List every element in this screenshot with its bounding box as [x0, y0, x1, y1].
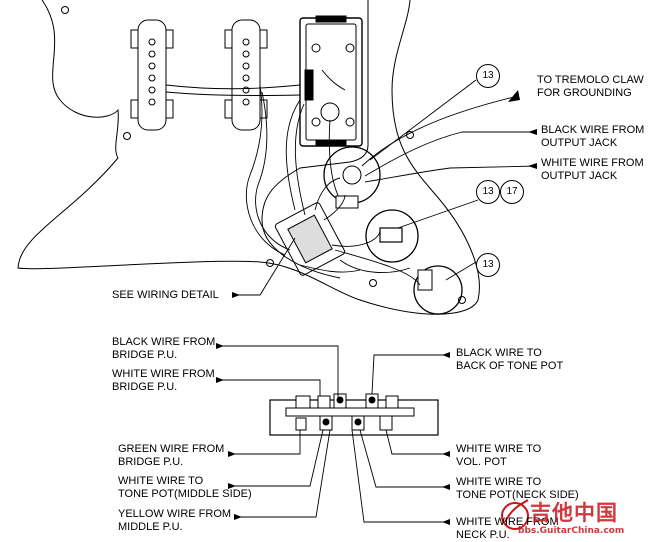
arrowhead: [234, 514, 242, 520]
callout-13: 13: [476, 64, 500, 88]
arrowhead: [228, 483, 236, 489]
arrowhead: [442, 451, 450, 457]
screw-hole: [369, 279, 377, 287]
control-wires: [299, 177, 421, 286]
watermark-url: bbs.GuitarChina.com: [518, 526, 625, 536]
screw-hole: [123, 132, 131, 140]
label-black-bridge: BLACK WIRE FROM BRIDGE P.U.: [112, 336, 216, 361]
label-white-neck: WHITE WIRE FROM NECK P.U.: [456, 516, 559, 541]
pickguard-outline: [17, 0, 480, 315]
label-black-output: BLACK WIRE FROM OUTPUT JACK: [541, 124, 645, 149]
callout-13: 13: [476, 253, 500, 277]
tone-pot-neck: [365, 209, 419, 263]
label-white-output: WHITE WIRE FROM OUTPUT JACK: [541, 157, 644, 182]
bridge-humbucker: [299, 15, 363, 147]
arrowhead: [528, 163, 537, 169]
selector-switch: [274, 202, 346, 276]
arrowhead: [232, 292, 240, 298]
callout-17: 17: [500, 180, 524, 204]
arrowhead: [442, 519, 450, 525]
neck-pickup: [130, 19, 174, 131]
arrowhead: [508, 90, 520, 102]
detail-wires: [216, 345, 450, 523]
arrowhead: [216, 343, 224, 349]
arrowhead: [216, 377, 224, 383]
switch-detail: [269, 393, 439, 436]
label-white-bridge: WHITE WIRE FROM BRIDGE P.U.: [112, 368, 215, 393]
label-green-bridge: GREEN WIRE FROM BRIDGE P.U.: [118, 443, 225, 468]
arrowhead: [442, 484, 450, 490]
middle-pickup: [224, 19, 268, 131]
label-white-tone-mid: WHITE WIRE TO TONE POT(MIDDLE SIDE): [118, 475, 252, 500]
screw-hole: [458, 296, 466, 304]
label-yellow-middle: YELLOW WIRE FROM MIDDLE P.U.: [118, 508, 232, 533]
tone-pot-middle: [413, 265, 463, 315]
callout-13: 13: [476, 180, 500, 204]
label-tremolo: TO TREMOLO CLAW FOR GROUNDING: [537, 74, 644, 99]
screw-hole: [61, 6, 69, 14]
label-white-tone-neck: WHITE WIRE TO TONE POT(NECK SIDE): [456, 476, 579, 501]
label-black-tone-back: BLACK WIRE TO BACK OF TONE POT: [456, 347, 564, 372]
pickup-leads: [165, 84, 341, 256]
screw-hole: [406, 131, 414, 139]
arrowhead: [228, 451, 236, 457]
pickguard-cavity: [261, 0, 369, 279]
arrowhead: [528, 129, 537, 135]
label-see-detail: SEE WIRING DETAIL: [112, 289, 219, 301]
watermark-chinese: 吉他中国: [530, 501, 618, 525]
watermark-logo-icon: [501, 499, 529, 530]
leader-lines: [232, 79, 538, 296]
arrowhead: [442, 352, 450, 358]
screw-hole: [266, 259, 274, 267]
label-white-vol: WHITE WIRE TO VOL. POT: [456, 443, 542, 468]
